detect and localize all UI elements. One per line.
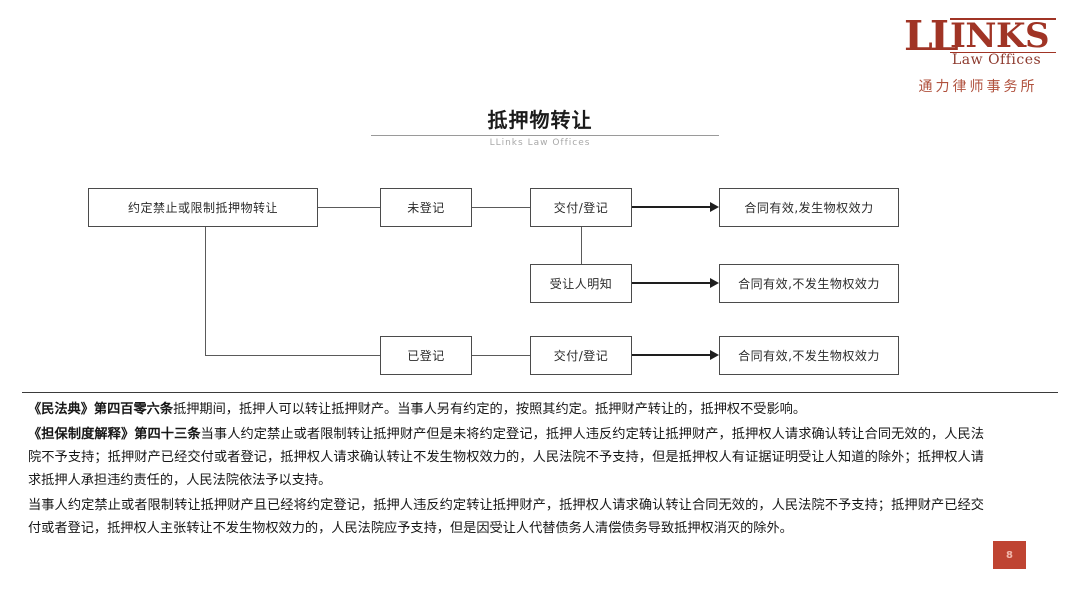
arrow-head-n5-n6 <box>710 278 719 288</box>
flow-node-label: 交付/登记 <box>553 201 609 215</box>
provision-text: 当事人约定禁止或者限制转让抵押财产且已经将约定登记，抵押人违反约定转让抵押财产，… <box>28 498 984 536</box>
arrow-head-n8-n9 <box>710 350 719 360</box>
connector-n1-n7 <box>205 355 380 356</box>
flow-node-agreement-restriction: 约定禁止或限制抵押物转让 <box>88 188 318 227</box>
connector-n5-n6 <box>632 282 712 284</box>
page-title: 抵押物转让 <box>487 108 593 132</box>
provision-item: 当事人约定禁止或者限制转让抵押财产且已经将约定登记，抵押人违反约定转让抵押财产，… <box>28 494 984 540</box>
connector-n2-n3 <box>472 207 530 208</box>
flow-node-label: 合同有效,不发生物权效力 <box>738 349 880 363</box>
connector-n1-drop <box>205 227 206 356</box>
logo-rule-bottom <box>950 52 1056 53</box>
connector-n1-n2 <box>318 207 380 208</box>
flow-node-label: 合同有效,不发生物权效力 <box>738 277 880 291</box>
connector-n7-n8 <box>472 355 530 356</box>
flow-node-registered: 已登记 <box>380 336 472 375</box>
page-number-badge: 8 <box>993 541 1026 569</box>
connector-n3-n4 <box>632 206 712 208</box>
arrow-head-n3-n4 <box>710 202 719 212</box>
connector-n3-n5 <box>581 227 582 264</box>
flow-node-transferee-aware: 受让人明知 <box>530 264 632 303</box>
page-subtitle: LLinks Law Offices <box>489 138 591 148</box>
flow-node-valid-no-property-effect-middle: 合同有效,不发生物权效力 <box>719 264 899 303</box>
content-divider <box>22 392 1058 393</box>
flow-node-delivery-registration-bottom: 交付/登记 <box>530 336 632 375</box>
flow-node-label: 交付/登记 <box>553 349 609 363</box>
provision-text: 抵押期间，抵押人可以转让抵押财产。当事人另有约定的，按照其约定。抵押财产转让的，… <box>173 402 807 417</box>
flowchart: 约定禁止或限制抵押物转让 未登记 交付/登记 合同有效,发生物权效力 受让人明知… <box>88 188 899 375</box>
flow-node-label: 未登记 <box>407 201 445 215</box>
connector-n8-n9 <box>632 354 712 356</box>
provisions-block: 《民法典》第四百零六条抵押期间，抵押人可以转让抵押财产。当事人另有约定的，按照其… <box>28 398 984 540</box>
logo-tagline: Law Offices <box>952 52 1042 68</box>
flow-node-delivery-registration-top: 交付/登记 <box>530 188 632 227</box>
flow-node-valid-with-property-effect: 合同有效,发生物权效力 <box>719 188 899 227</box>
provision-item: 《民法典》第四百零六条抵押期间，抵押人可以转让抵押财产。当事人另有约定的，按照其… <box>28 398 984 421</box>
provision-text: 当事人约定禁止或者限制转让抵押财产但是未将约定登记，抵押人违反约定转让抵押财产，… <box>28 427 985 488</box>
logo-rule-top <box>950 18 1056 20</box>
flow-node-unregistered: 未登记 <box>380 188 472 227</box>
flow-node-valid-no-property-effect-bottom: 合同有效,不发生物权效力 <box>719 336 899 375</box>
flow-node-label: 已登记 <box>407 349 445 363</box>
provision-label: 《民法典》第四百零六条 <box>28 402 174 417</box>
flow-node-label: 合同有效,发生物权效力 <box>744 201 874 215</box>
flow-node-label: 约定禁止或限制抵押物转让 <box>127 201 278 215</box>
title-divider <box>371 135 719 136</box>
flow-node-label: 受让人明知 <box>549 277 613 291</box>
provision-label: 《担保制度解释》第四十三条 <box>28 427 201 442</box>
logo-inks-text: INKS <box>950 16 1050 56</box>
llinks-logo: LL INKS Law Offices 通力律师事务所 <box>898 12 1058 96</box>
provision-item: 《担保制度解释》第四十三条当事人约定禁止或者限制转让抵押财产但是未将约定登记，抵… <box>28 423 984 492</box>
logo-chinese-name: 通力律师事务所 <box>918 79 1038 95</box>
logo-wordmark: LL INKS Law Offices <box>898 12 1058 68</box>
logo-ll-text: LL <box>904 12 959 60</box>
